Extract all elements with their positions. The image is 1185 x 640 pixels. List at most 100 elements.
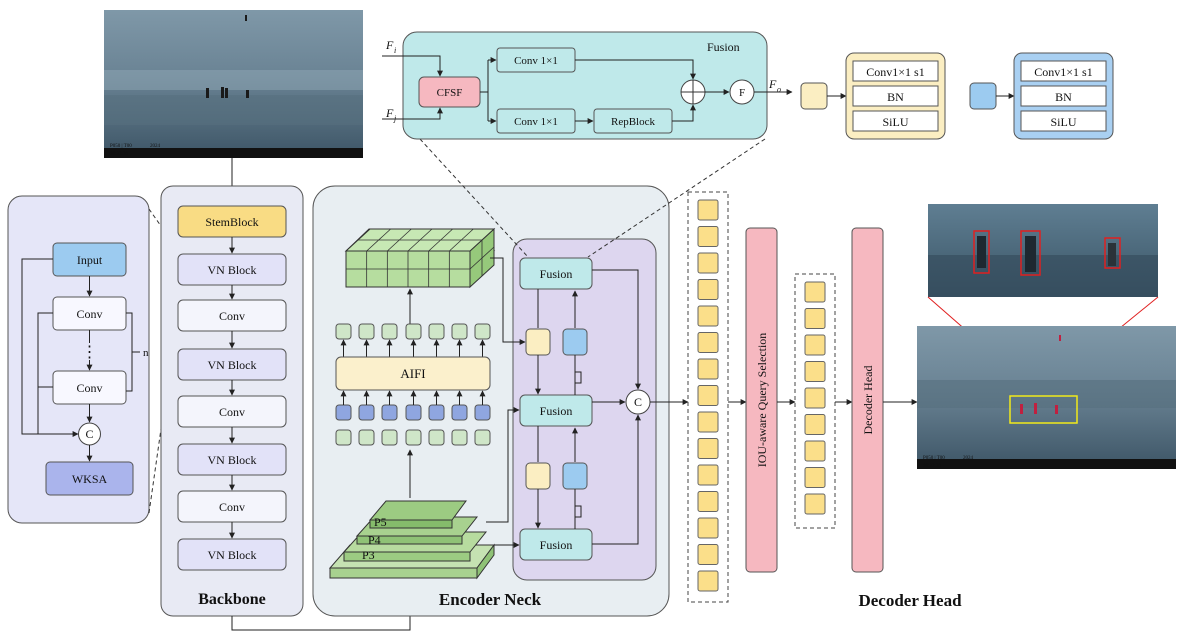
legend-row-label: Conv1×1 s1 <box>866 65 924 79</box>
token <box>381 429 398 446</box>
output-detection-image: P050 | T00 2024 18:32:26 <box>917 326 1176 469</box>
legend-row-label: BN <box>1055 90 1072 104</box>
conv-label: Conv <box>76 381 102 395</box>
conv-yellow-node <box>525 462 551 490</box>
vn-block-detail-panel: Input Conv ⋮ Conv C WKSA n <box>7 195 150 524</box>
output-fo-label: F <box>768 77 777 91</box>
selected-query-token <box>804 334 826 356</box>
token <box>474 323 491 340</box>
query-token <box>697 385 719 406</box>
conv-blue-node <box>562 328 588 356</box>
backbone-block-label: Conv <box>219 405 245 419</box>
token <box>428 429 445 446</box>
query-token <box>697 544 719 565</box>
conv-blue-node <box>562 462 588 490</box>
selected-query-token <box>804 387 826 409</box>
backbone-block-label: StemBlock <box>205 215 258 229</box>
fusion-detail-title: Fusion <box>707 40 740 54</box>
overlay-text: P050 | T00 <box>923 456 945 461</box>
overlay-text: 2024 <box>150 144 161 149</box>
selected-query-token <box>804 308 826 329</box>
fusion-block-top <box>519 257 593 290</box>
legend-row-label: SiLU <box>882 115 908 129</box>
overlay-text: 2024 <box>963 456 974 461</box>
selected-query-token <box>804 414 826 435</box>
query-token <box>697 570 719 592</box>
legend-row <box>1020 60 1107 82</box>
encoder-neck-title: Encoder Neck <box>439 590 542 609</box>
backbone-block-7 <box>177 538 287 571</box>
token <box>358 429 375 446</box>
query-token <box>697 438 719 459</box>
overlay-text: 18:32:26 <box>110 152 128 157</box>
conv1x1-label: Conv 1×1 <box>514 55 558 67</box>
token <box>381 404 398 421</box>
aifi-block <box>335 356 491 391</box>
cfsf-label: CFSF <box>437 87 463 99</box>
query-token <box>697 517 719 539</box>
output-fo-sub: o <box>777 85 781 94</box>
legend-row <box>852 85 939 107</box>
legend-row-label: BN <box>887 90 904 104</box>
backbone-block-label: Conv <box>219 309 245 323</box>
pyramid-level-p4: P4 <box>368 533 381 547</box>
feature-cube <box>344 227 496 289</box>
output-zoom-image <box>928 204 1158 297</box>
repeat-n-label: n <box>143 347 149 359</box>
input-label: Input <box>77 253 103 267</box>
token <box>381 323 398 340</box>
repblock-label: RepBlock <box>611 116 655 128</box>
backbone-block-label: VN Block <box>208 263 257 277</box>
conv-yellow-node <box>525 328 551 356</box>
token <box>335 429 352 446</box>
legend-yellow-token <box>800 82 828 110</box>
token <box>405 404 422 421</box>
token <box>405 429 422 446</box>
overlay-text: P050 | T00 <box>110 144 132 149</box>
iou-query-selection-label: IOU-aware Query Selection <box>755 333 769 468</box>
concat-label: C <box>85 427 93 441</box>
decoder-head-block <box>851 227 884 573</box>
backbone-title: Backbone <box>198 591 266 608</box>
token <box>474 404 491 421</box>
decoder-head-title: Decoder Head <box>858 591 962 610</box>
iou-query-selection <box>745 227 778 573</box>
pyramid-level-p3: P3 <box>362 548 375 562</box>
aifi-label: AIFI <box>400 366 425 381</box>
fusion-label: Fusion <box>540 538 573 552</box>
backbone-block-label: VN Block <box>208 548 257 562</box>
query-token <box>697 305 719 327</box>
fusion-label: Fusion <box>540 404 573 418</box>
token <box>474 429 491 446</box>
input-fj-label: F <box>385 106 394 120</box>
legend-row <box>852 60 939 82</box>
legend-row <box>852 110 939 132</box>
input-fi-label: F <box>385 38 394 52</box>
conv-legend-yellow: Conv1×1 s1 BN SiLU <box>845 52 946 140</box>
backbone-block-label: VN Block <box>208 453 257 467</box>
legend-row-label: SiLU <box>1050 115 1076 129</box>
query-token <box>697 464 719 486</box>
legend-row <box>1020 85 1107 107</box>
legend-row <box>1020 110 1107 132</box>
token <box>428 323 445 340</box>
query-token <box>697 199 719 221</box>
token <box>451 323 468 340</box>
token <box>335 323 352 340</box>
backbone-block-label: Conv <box>219 500 245 514</box>
token <box>428 404 445 421</box>
selected-query-token <box>804 281 826 303</box>
query-token <box>697 411 719 433</box>
fusion-block-mid <box>519 394 593 427</box>
fusion-label: Fusion <box>540 267 573 281</box>
query-token <box>697 332 719 353</box>
token <box>358 323 375 340</box>
fusion-detail-panel: Fusion F i F j CFSF Conv 1×1 Conv 1×1 Re… <box>382 31 793 140</box>
token <box>335 404 352 421</box>
query-token <box>697 279 719 300</box>
token <box>451 429 468 446</box>
input-image: P050 | T00 2024 18:32:26 <box>104 10 363 158</box>
overlay-text: 18:32:26 <box>923 464 941 469</box>
ellipsis-dots: ⋮ <box>82 344 98 361</box>
